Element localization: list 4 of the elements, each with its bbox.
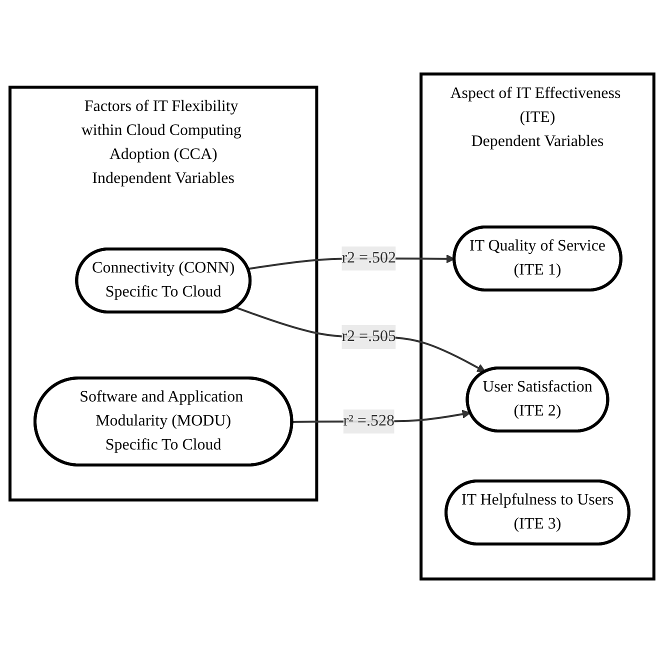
edge-label: r² =.528	[343, 412, 395, 429]
edge-label: r2 =.502	[342, 248, 396, 266]
edge-label: r2 =.505	[342, 327, 396, 344]
arrow	[236, 306, 486, 372]
